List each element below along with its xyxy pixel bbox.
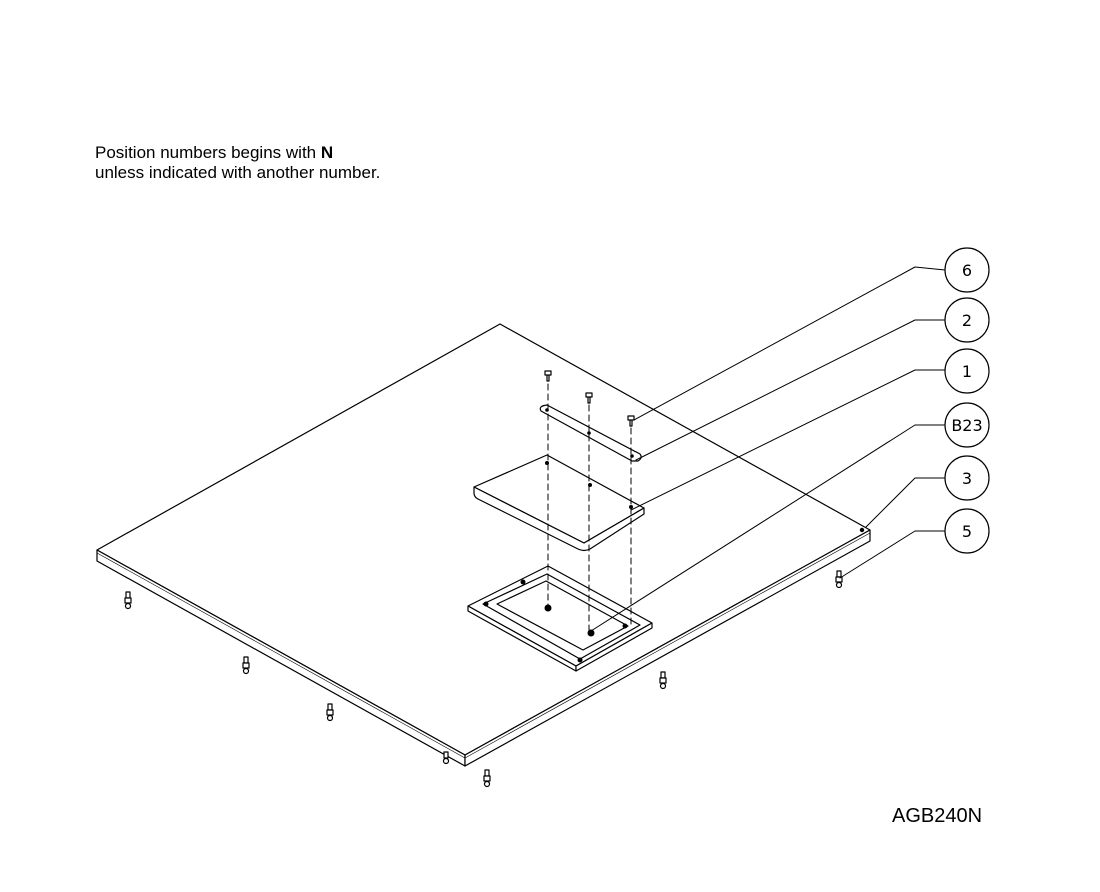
balloon-1: 1	[944, 348, 990, 394]
base-plate	[96, 323, 871, 767]
drawing-code: AGB240N	[892, 805, 983, 827]
frame-part	[467, 565, 653, 672]
note-prefix-letter: N	[320, 143, 334, 162]
balloon-2-label: 2	[962, 311, 972, 330]
balloon-5-label: 5	[962, 522, 972, 541]
flat-bar	[539, 404, 642, 462]
cover-plate	[473, 454, 645, 552]
balloon-b23-label: B23	[951, 416, 982, 435]
balloon-2: 2	[944, 297, 990, 343]
adjustable-feet	[124, 570, 843, 788]
leader-lines	[590, 266, 946, 632]
balloon-6: 6	[944, 247, 990, 293]
balloon-3-label: 3	[962, 469, 972, 488]
balloon-b23: B23	[944, 402, 990, 448]
note-line-1: Position numbers begins with N	[95, 143, 380, 163]
assembly-centerlines	[547, 383, 632, 631]
note-line-1-text: Position numbers begins with	[95, 143, 321, 162]
balloon-6-label: 6	[962, 261, 972, 280]
balloon-5: 5	[944, 508, 990, 554]
balloon-1-label: 1	[962, 362, 972, 381]
bolts	[544, 370, 635, 427]
position-number-note: Position numbers begins with N unless in…	[95, 143, 380, 183]
note-line-2: unless indicated with another number.	[95, 163, 381, 182]
balloon-3: 3	[944, 455, 990, 501]
